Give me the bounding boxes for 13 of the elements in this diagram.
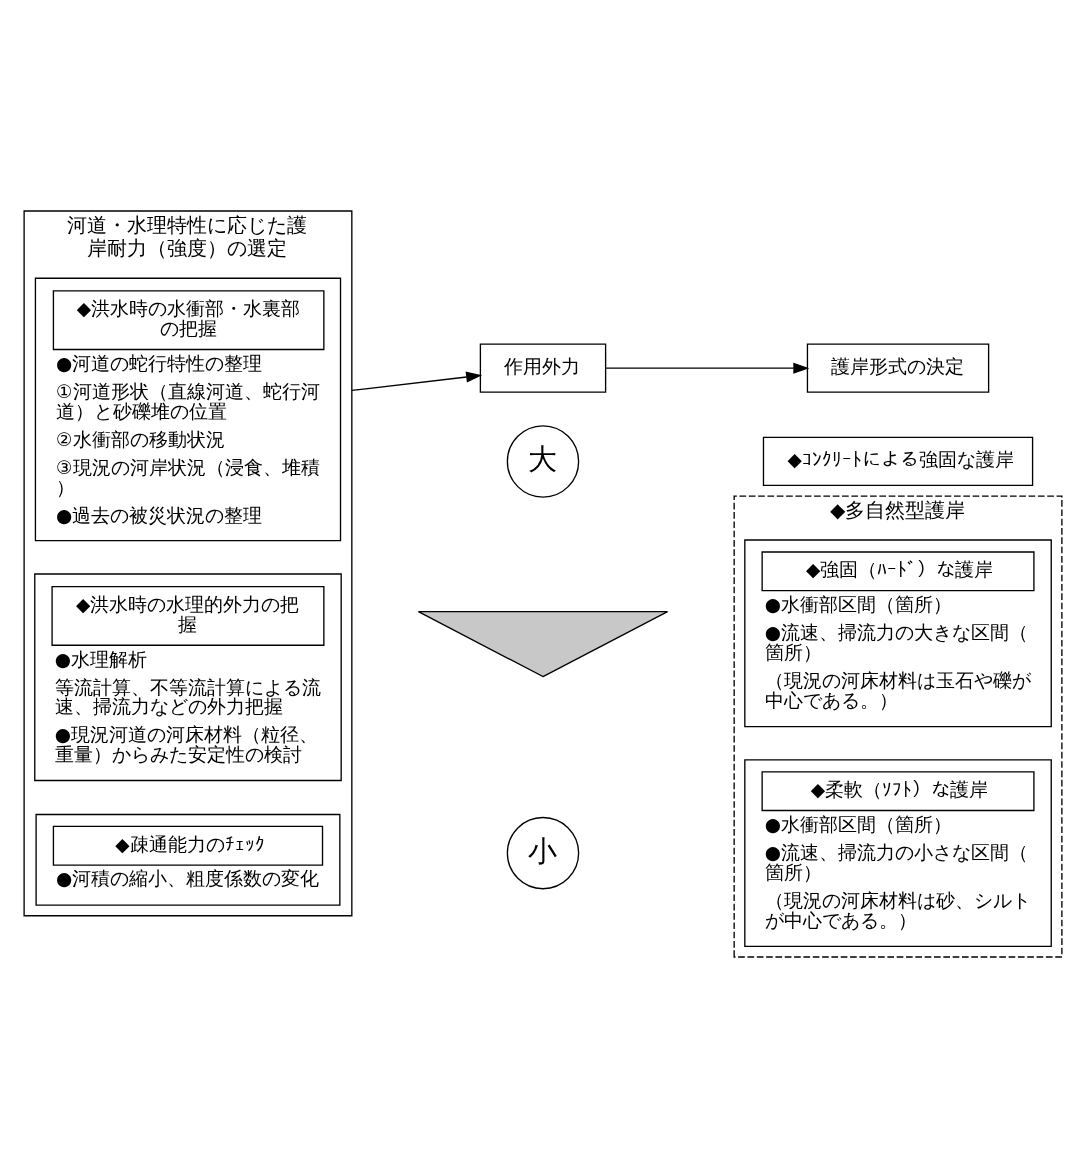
- node-box: ◆柔軟（ｿﾌﾄ）な護岸 ●水衝部区間（箇所） ●流速、掃流力の小さな区間（箇所） （現況の河床材料は砂、シルトが中心である。）: [744, 758, 1052, 947]
- node-box: 護岸形式の決定: [806, 343, 990, 393]
- node-box: ◆疎通能力のﾁｪｯｸ ●河積の縮小、粗度係数の変化: [35, 813, 341, 906]
- node-triangle: [417, 610, 669, 677]
- node-circle: 小: [506, 816, 580, 889]
- node-box: ◆ｺﾝｸﾘｰﾄによる強固な護岸: [762, 436, 1034, 486]
- arrow: [605, 362, 810, 374]
- node-box: ◆洪水時の水理的外力の把握 ●水理解析 等流計算、不等流計算による流速、掃流力などの外力把握 ●現況河道の河床材料（粒径、重量）からみた安定性の検討: [34, 572, 342, 781]
- node-box: 作用外力: [479, 343, 607, 393]
- node-box: ◆洪水時の水衝部・水裏部の把握 ●河道の蛇行特性の整理 ①河道形状（直線河道、蛇行河道）と砂礫堆の位置 ②水衝部の移動状況 ③現況の河岸状況（浸食、堆積） ●過去の被災状況の整理: [34, 277, 342, 541]
- node-box: ◆強固（ﾊｰﾄﾞ）な護岸 ●水衝部区間（箇所） ●流速、掃流力の大きな区間（箇所） （現況の河床材料は玉石や礫が中心である。）: [744, 538, 1052, 727]
- arrow: [351, 370, 483, 391]
- node-circle: 大: [506, 424, 580, 498]
